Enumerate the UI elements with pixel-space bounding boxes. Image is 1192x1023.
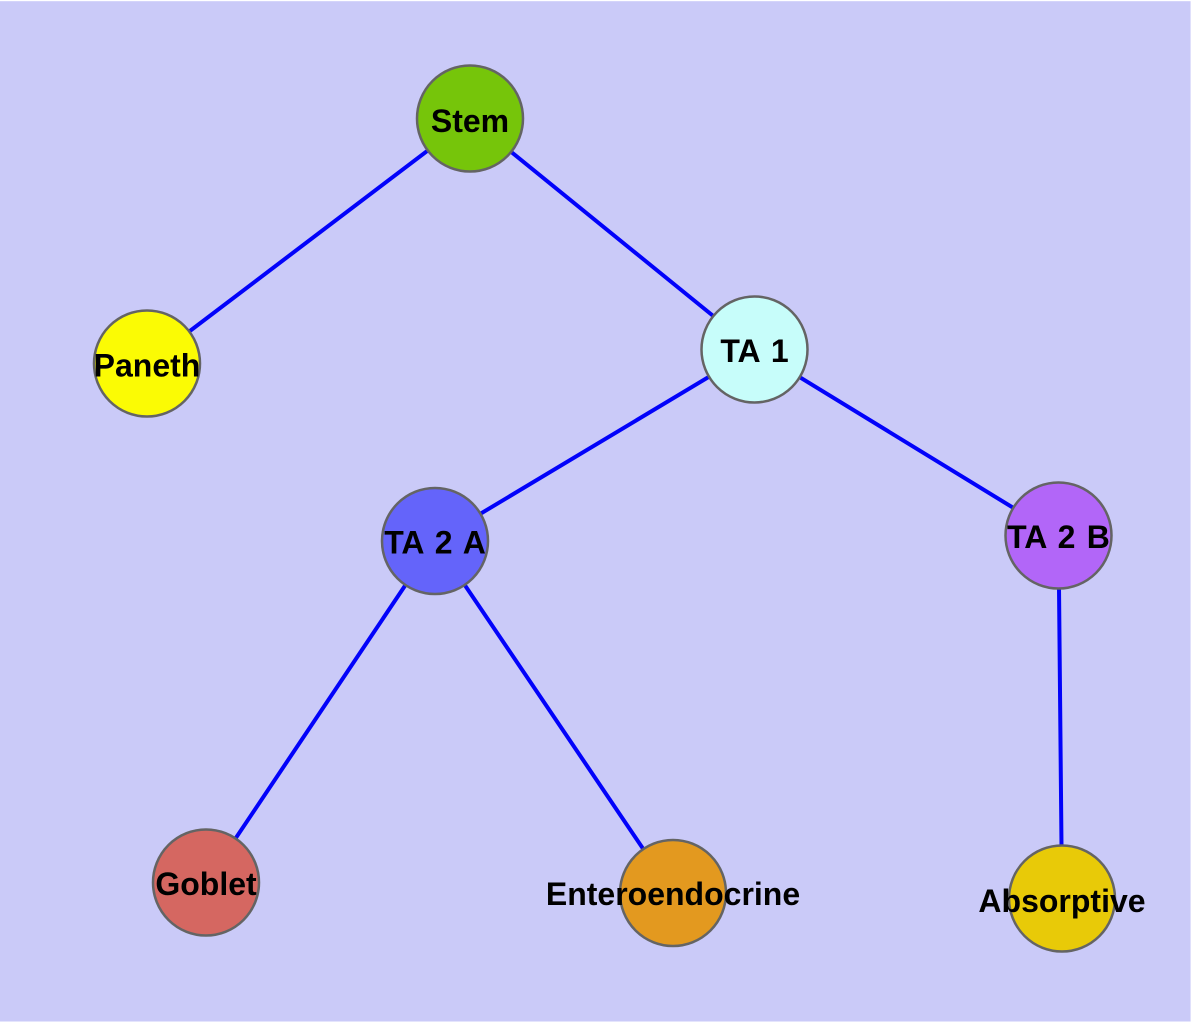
- svg-text:Absorptive: Absorptive: [978, 883, 1145, 919]
- svg-text:TA 1: TA 1: [720, 333, 788, 369]
- svg-text:Stem: Stem: [431, 103, 509, 139]
- svg-text:TA 2 A: TA 2 A: [384, 525, 486, 561]
- svg-text:TA 2 B: TA 2 B: [1007, 519, 1110, 555]
- svg-text:Paneth: Paneth: [94, 348, 201, 384]
- svg-text:Enteroendocrine: Enteroendocrine: [546, 876, 800, 912]
- svg-text:Goblet: Goblet: [155, 866, 257, 902]
